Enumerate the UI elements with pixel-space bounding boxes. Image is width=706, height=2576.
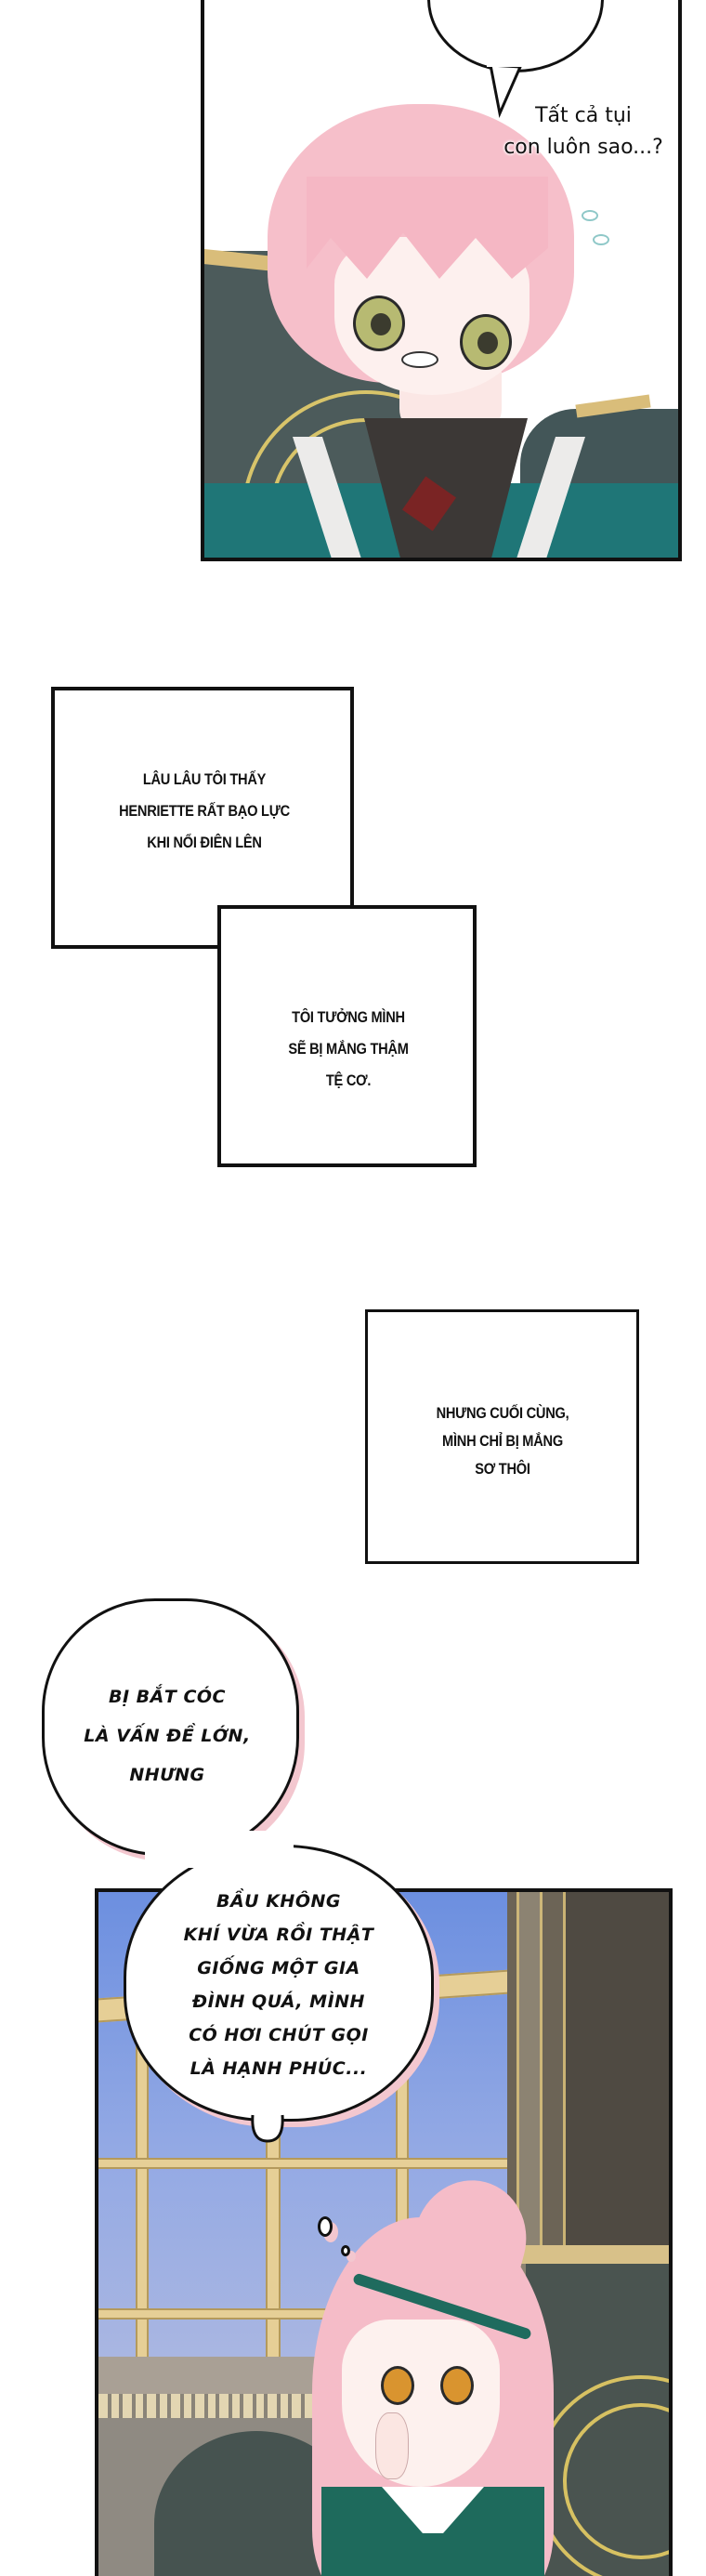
narration-line: NHƯNG CUỐI CÙNG, xyxy=(436,1404,569,1422)
speech-bubble-tail xyxy=(487,65,526,119)
speech-line: Tất cả tụi xyxy=(535,104,632,127)
thought-line: BẦU KHÔNG xyxy=(216,1891,341,1912)
girl-face xyxy=(342,2320,500,2487)
speech-line: con luôn sao...? xyxy=(503,136,663,159)
narration-line: SẼ BỊ MẮNG THẬM xyxy=(288,1040,409,1058)
thought-line: ĐÌNH QUÁ, MÌNH xyxy=(192,1991,365,2012)
bubble-connector xyxy=(145,1831,294,1868)
thought-line: KHÍ VỪA RỒI THẬT xyxy=(183,1925,374,1945)
narration-line: SƠ THÔI xyxy=(475,1460,530,1478)
pupil xyxy=(371,313,391,335)
thought-line: CÓ HƠI CHÚT GỌI xyxy=(189,2025,369,2045)
narration-line: KHI NỔI ĐIÊN LÊN xyxy=(147,834,262,851)
thought-line: BỊ BẮT CÓC xyxy=(109,1687,226,1707)
gold-ledge xyxy=(507,2245,669,2264)
narration-line: TÔI TƯỞNG MÌNH xyxy=(292,1008,405,1026)
marble-wall-panel xyxy=(563,1892,669,2245)
thought-line: NHƯNG xyxy=(129,1765,205,1785)
narration-line: TỆ CƠ. xyxy=(325,1071,372,1089)
girl-eye-left xyxy=(381,2366,414,2405)
narration-boxes-stepped xyxy=(51,687,477,1167)
thought-dot-large xyxy=(318,2216,333,2237)
boy-eye-right xyxy=(460,314,512,370)
narration-box-2-text: TÔI TƯỞNG MÌNH SẼ BỊ MẮNG THẬM TỆ CƠ. xyxy=(249,1002,449,1097)
thought-bubble-1-text: BỊ BẮT CÓC LÀ VẤN ĐỀ LỚN, NHƯNG xyxy=(56,1677,279,1794)
thought-bubble-nub xyxy=(251,2114,284,2143)
window-mullion xyxy=(136,2004,149,2357)
narration-box-1-text: LÂU LÂU TÔI THẤY HENRIETTE RẤT BẠO LỰC K… xyxy=(93,764,317,859)
narration-box-3 xyxy=(365,1309,639,1564)
narration-line: HENRIETTE RẤT BẠO LỰC xyxy=(119,802,290,820)
narration-line: LÂU LÂU TÔI THẤY xyxy=(142,770,267,788)
boy-mouth xyxy=(401,351,438,368)
sweat-swirl-icon xyxy=(593,234,609,245)
sweat-swirl-icon xyxy=(582,210,598,221)
girl-eye-right xyxy=(440,2366,474,2405)
girl-hand-on-chin xyxy=(375,2412,409,2479)
narration-line: MÌNH CHỈ BỊ MẮNG xyxy=(442,1432,563,1450)
boy-eye-left xyxy=(353,296,405,351)
speech-text: Tất cả tụi con luôn sao...? xyxy=(479,100,678,164)
narration-box-3-text: NHƯNG CUỐI CÙNG, MÌNH CHỈ BỊ MẮNG SƠ THÔ… xyxy=(390,1400,616,1483)
pupil xyxy=(477,332,498,354)
thought-dot-small xyxy=(341,2245,350,2256)
thought-line: LÀ HẠNH PHÚC... xyxy=(190,2058,368,2079)
panel-1-boy-surprised: Tất cả tụi con luôn sao...? xyxy=(201,0,682,561)
thought-line: GIỐNG MỘT GIA xyxy=(197,1958,360,1978)
thought-line: LÀ VẤN ĐỀ LỚN, xyxy=(84,1726,251,1746)
thought-bubble-2-text: BẦU KHÔNG KHÍ VỪA RỒI THẬT GIỐNG MỘT GIA… xyxy=(158,1885,399,2085)
window-transom xyxy=(98,2158,507,2169)
thought-bubble-2 xyxy=(124,1845,434,2122)
